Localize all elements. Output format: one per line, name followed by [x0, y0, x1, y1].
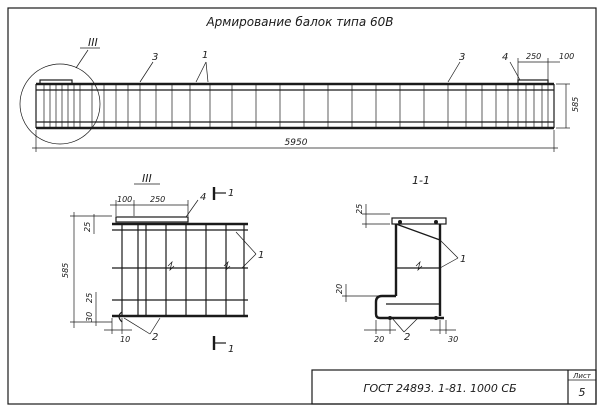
section-rebar-dot-3 — [388, 316, 392, 320]
end-plate-left — [39, 79, 73, 85]
section-rebar-dot-4 — [434, 316, 438, 320]
leader-1-a — [195, 61, 207, 83]
stirrups — [43, 84, 549, 128]
detail-leader-1b — [241, 253, 257, 269]
sheet-frame — [7, 7, 597, 405]
cut-mark-bottom: 1 — [228, 344, 234, 355]
mark-3-left: 3 — [152, 52, 158, 63]
detail-mark-2: 2 — [152, 332, 158, 343]
cut-mark-top: 1 — [228, 188, 234, 199]
section-1-1: 1-1 1 2 25 20 20 30 — [335, 174, 466, 344]
title-block: ГОСТ 24893. 1-81. 1000 СБ Лист 5 — [7, 7, 597, 405]
detail-label: III — [142, 172, 152, 185]
detail-top-plate — [115, 216, 189, 223]
mark-3-right: 3 — [459, 52, 465, 63]
break-mark-2 — [223, 260, 231, 272]
section-leader-2a — [391, 317, 405, 333]
detail-mark-4: 4 — [200, 192, 206, 203]
bottom-hook-left — [118, 311, 123, 323]
section-leader-1a — [439, 239, 459, 259]
mark-1: 1 — [202, 50, 208, 61]
detail-callout-circle — [19, 63, 101, 145]
stamp-sheet-number: 5 — [579, 386, 586, 399]
dim-585-elev: 585 — [571, 97, 580, 112]
drawing-title: Армирование балок типа 60В — [205, 15, 393, 29]
stamp-sheet-label: Лист — [572, 372, 592, 380]
stamp-box — [311, 369, 597, 405]
end-plate-right — [517, 79, 549, 85]
section-label: 1-1 — [412, 174, 430, 187]
detail-leader-2a — [123, 317, 151, 335]
detail-dim-10: 10 — [120, 335, 130, 344]
detail-dim-100: 100 — [117, 195, 132, 204]
dim-250: 250 — [526, 52, 541, 61]
section-leader-1b — [439, 257, 459, 269]
section-top-plate — [391, 217, 447, 225]
detail-dim-30: 30 — [85, 312, 94, 322]
section-leader-2b — [403, 317, 419, 333]
detail-dim-25-top: 25 — [83, 222, 92, 232]
section-dim-25: 25 — [355, 204, 364, 214]
section-rebar-dot-2 — [434, 220, 438, 224]
leader-3-right — [447, 61, 461, 83]
section-diagonal — [395, 223, 441, 241]
detail-dim-585: 585 — [61, 263, 70, 278]
break-mark-1 — [167, 260, 175, 272]
section-break-mark — [415, 260, 423, 272]
detail-leader-1a — [235, 231, 257, 255]
mark-4: 4 — [502, 52, 508, 63]
section-rebar-dot-1 — [398, 220, 402, 224]
section-mark-1: 1 — [460, 254, 466, 265]
callout-label-III: III — [88, 36, 98, 49]
dim-5950: 5950 — [285, 138, 308, 148]
detail-leader-2b — [149, 317, 161, 335]
detail-dim-25-bottom: 25 — [85, 293, 94, 303]
leader-1-b — [205, 61, 209, 83]
beam-elevation: III 3 1 3 4 250 100 585 5950 — [19, 36, 580, 152]
detail-verticals — [121, 224, 245, 316]
leader-3-left — [139, 61, 154, 83]
leader-4 — [509, 61, 521, 81]
section-dim-20-bottom: 20 — [374, 335, 384, 344]
detail-dim-250: 250 — [150, 195, 165, 204]
detail-mark-1: 1 — [258, 250, 264, 261]
stamp-doc-code: ГОСТ 24893. 1-81. 1000 СБ — [363, 382, 516, 395]
section-dim-20-side: 20 — [335, 284, 344, 294]
callout-leader — [75, 49, 89, 69]
dim-100: 100 — [559, 52, 574, 61]
section-dim-30: 30 — [448, 335, 458, 344]
section-bottom-bar — [374, 294, 444, 320]
section-mark-2: 2 — [404, 332, 410, 343]
detail-III: III 4 100 250 1 1 1 — [61, 172, 264, 355]
